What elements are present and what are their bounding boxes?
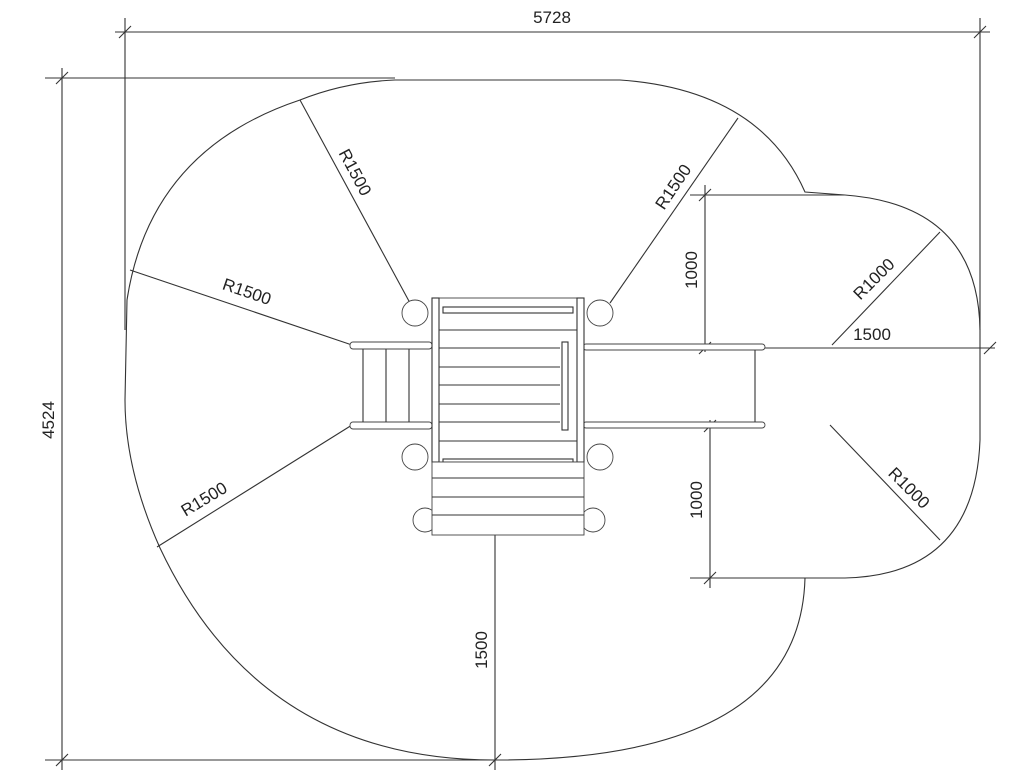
play-structure xyxy=(349,297,766,536)
radius-bottom-left: R1500 xyxy=(156,424,353,548)
svg-text:R1000: R1000 xyxy=(850,255,899,304)
svg-text:R1500: R1500 xyxy=(220,275,274,309)
svg-text:R1500: R1500 xyxy=(178,478,231,520)
svg-text:R1500: R1500 xyxy=(652,161,696,213)
svg-text:R1000: R1000 xyxy=(884,464,933,513)
front-deck xyxy=(431,461,585,536)
radius-left: R1500 xyxy=(129,269,353,346)
lower-offset-dimension: 1000 xyxy=(687,419,845,588)
post-cap xyxy=(586,299,614,327)
svg-text:1000: 1000 xyxy=(687,481,706,519)
svg-text:1500: 1500 xyxy=(853,325,891,344)
width-label: 5728 xyxy=(533,8,571,27)
radius-top-right: R1500 xyxy=(609,117,739,304)
svg-text:1000: 1000 xyxy=(682,251,701,289)
front-clearance-dimension: 1500 xyxy=(472,518,502,770)
radius-top-left: R1500 xyxy=(299,99,411,304)
post-cap xyxy=(580,507,606,533)
post-cap xyxy=(586,443,614,471)
post-cap xyxy=(401,443,429,471)
height-dimension: 4524 xyxy=(39,68,495,770)
radius-right-lower: R1000 xyxy=(829,424,941,541)
width-dimension: 5728 xyxy=(115,8,990,330)
platform xyxy=(431,297,585,466)
svg-text:R1500: R1500 xyxy=(335,146,375,199)
post-cap xyxy=(401,299,429,327)
ladder xyxy=(349,341,433,430)
safety-zone-outline xyxy=(124,79,981,761)
svg-text:1500: 1500 xyxy=(472,631,491,669)
height-label: 4524 xyxy=(39,401,58,439)
upper-offset-dimension: 1000 xyxy=(682,185,845,355)
slide xyxy=(582,343,766,429)
